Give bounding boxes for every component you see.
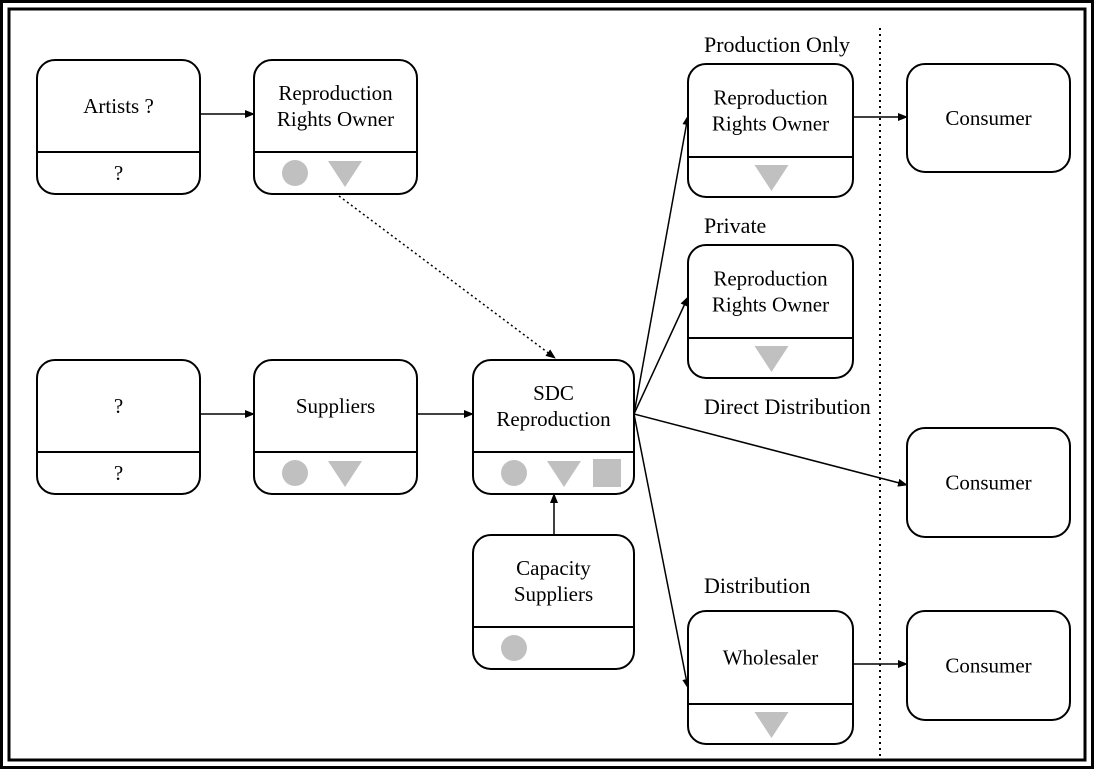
box-title-line: Rights Owner — [277, 107, 394, 131]
circle-symbol-icon — [501, 460, 527, 486]
circle-symbol-icon — [282, 460, 308, 486]
box-title-line: Reproduction — [713, 267, 828, 291]
triangle-symbol-icon — [754, 712, 789, 738]
box-outline — [906, 427, 1071, 538]
box-footer-text: ? — [114, 161, 123, 185]
box-title-line: Reproduction — [713, 86, 828, 110]
box-title-line: Consumer — [945, 654, 1031, 678]
box-outline — [687, 244, 854, 379]
route-label-production-only: Production Only — [704, 32, 850, 57]
arrow-sdc-to-production — [633, 115, 691, 415]
route-label-direct-distribution: Direct Distribution — [704, 394, 871, 419]
box-footer-text: ? — [114, 461, 123, 485]
box-title-line: Suppliers — [296, 394, 375, 418]
unknown-box: ?? — [36, 359, 201, 495]
box-title-line: Capacity — [516, 556, 591, 580]
box-outline — [906, 610, 1071, 721]
box-title-line: Consumer — [945, 471, 1031, 495]
wholesaler-box: Wholesaler — [687, 610, 854, 745]
dotted-arrow-rights-to-sdc — [334, 192, 556, 359]
box-title-line: Artists ? — [83, 94, 154, 118]
arrow-sdc-to-wholesaler — [633, 413, 691, 689]
box-outline — [36, 359, 201, 495]
arrow-sdc-to-private — [633, 296, 689, 415]
box-outline — [687, 610, 854, 745]
box-outline — [687, 63, 854, 198]
box-title-line: Reproduction — [278, 81, 393, 105]
box-title-line: Rights Owner — [712, 112, 829, 136]
artists-box: Artists ?? — [36, 59, 201, 195]
box-title-line: Rights Owner — [712, 293, 829, 317]
circle-symbol-icon — [501, 635, 527, 661]
consumer-box-2: Consumer — [906, 427, 1071, 538]
triangle-symbol-icon — [328, 161, 362, 187]
triangle-symbol-icon — [328, 461, 362, 487]
square-symbol-icon — [593, 459, 621, 487]
triangle-symbol-icon — [754, 346, 789, 372]
triangle-symbol-icon — [547, 461, 581, 487]
connectors — [200, 110, 908, 689]
route-label-distribution: Distribution — [704, 573, 810, 598]
box-outline — [906, 63, 1071, 173]
circle-symbol-icon — [282, 160, 308, 186]
consumer-box-3: Consumer — [906, 610, 1071, 721]
route-label-private: Private — [704, 213, 766, 238]
box-title-line: ? — [114, 394, 123, 418]
box-title-line: SDC — [533, 381, 574, 405]
consumer-box-1: Consumer — [906, 63, 1071, 173]
box-outline — [36, 59, 201, 195]
box-title-line: Wholesaler — [723, 646, 819, 670]
box-outline — [253, 359, 418, 495]
triangle-symbol-icon — [754, 165, 789, 191]
box-title-line: Reproduction — [496, 407, 611, 431]
inner-frame — [7, 7, 1087, 762]
arrow-sdc-to-consumer — [633, 413, 908, 487]
box-title-line: Suppliers — [514, 582, 593, 606]
suppliers-box: Suppliers — [253, 359, 418, 495]
box-title-line: Consumer — [945, 106, 1031, 130]
